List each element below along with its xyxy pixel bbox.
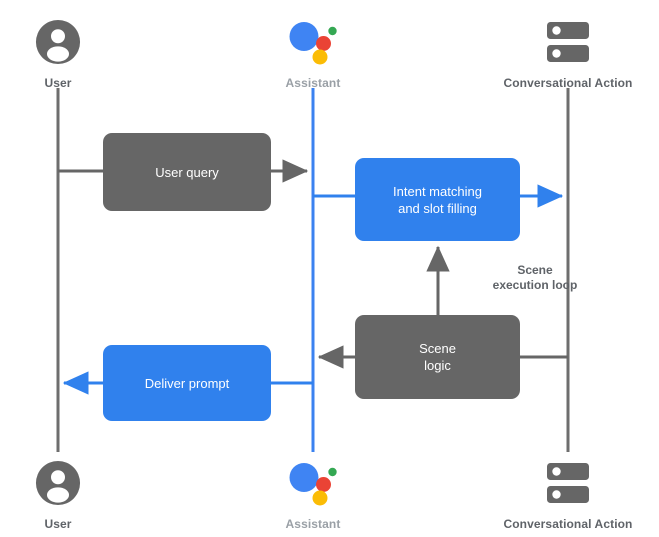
server-icon	[498, 455, 638, 511]
actor-label-assistant-top: Assistant	[285, 76, 341, 90]
actor-assistant-bottom: Assistant	[243, 455, 383, 531]
box-scene-logic[interactable]: Scene logic	[355, 315, 520, 399]
google-assistant-icon	[243, 14, 383, 70]
annotation-scene-execution-loop: Scene execution loop	[460, 263, 610, 293]
user-avatar-icon	[0, 14, 128, 70]
actor-label-conversational-action-top: Conversational Action	[503, 76, 633, 90]
annotation-scene-execution-loop-line1: Scene	[517, 263, 553, 277]
google-assistant-icon	[243, 455, 383, 511]
actor-assistant-top: Assistant	[243, 14, 383, 90]
box-intent-matching[interactable]: Intent matching and slot filling	[355, 158, 520, 241]
box-deliver-prompt[interactable]: Deliver prompt	[103, 345, 271, 421]
box-user-query[interactable]: User query	[103, 133, 271, 211]
actor-label-assistant-bottom: Assistant	[285, 517, 341, 531]
actor-label-user-bottom: User	[44, 517, 72, 531]
actor-conversational-action-top: Conversational Action	[498, 14, 638, 90]
actor-label-user-top: User	[44, 76, 72, 90]
actor-user-bottom: User	[0, 455, 128, 531]
actor-user-top: User	[0, 14, 128, 90]
box-intent-matching-line2: and slot filling	[398, 200, 477, 216]
actor-label-conversational-action-bottom: Conversational Action	[503, 517, 633, 531]
annotation-scene-execution-loop-line2: execution loop	[492, 278, 578, 292]
user-avatar-icon	[0, 455, 128, 511]
box-scene-logic-line1: Scene	[419, 341, 456, 356]
box-intent-matching-line1: Intent matching	[393, 183, 482, 199]
actor-conversational-action-bottom: Conversational Action	[498, 455, 638, 531]
box-user-query-label: User query	[155, 164, 219, 180]
server-icon	[498, 14, 638, 70]
box-scene-logic-line2: logic	[424, 358, 451, 373]
box-deliver-prompt-label: Deliver prompt	[144, 375, 230, 391]
